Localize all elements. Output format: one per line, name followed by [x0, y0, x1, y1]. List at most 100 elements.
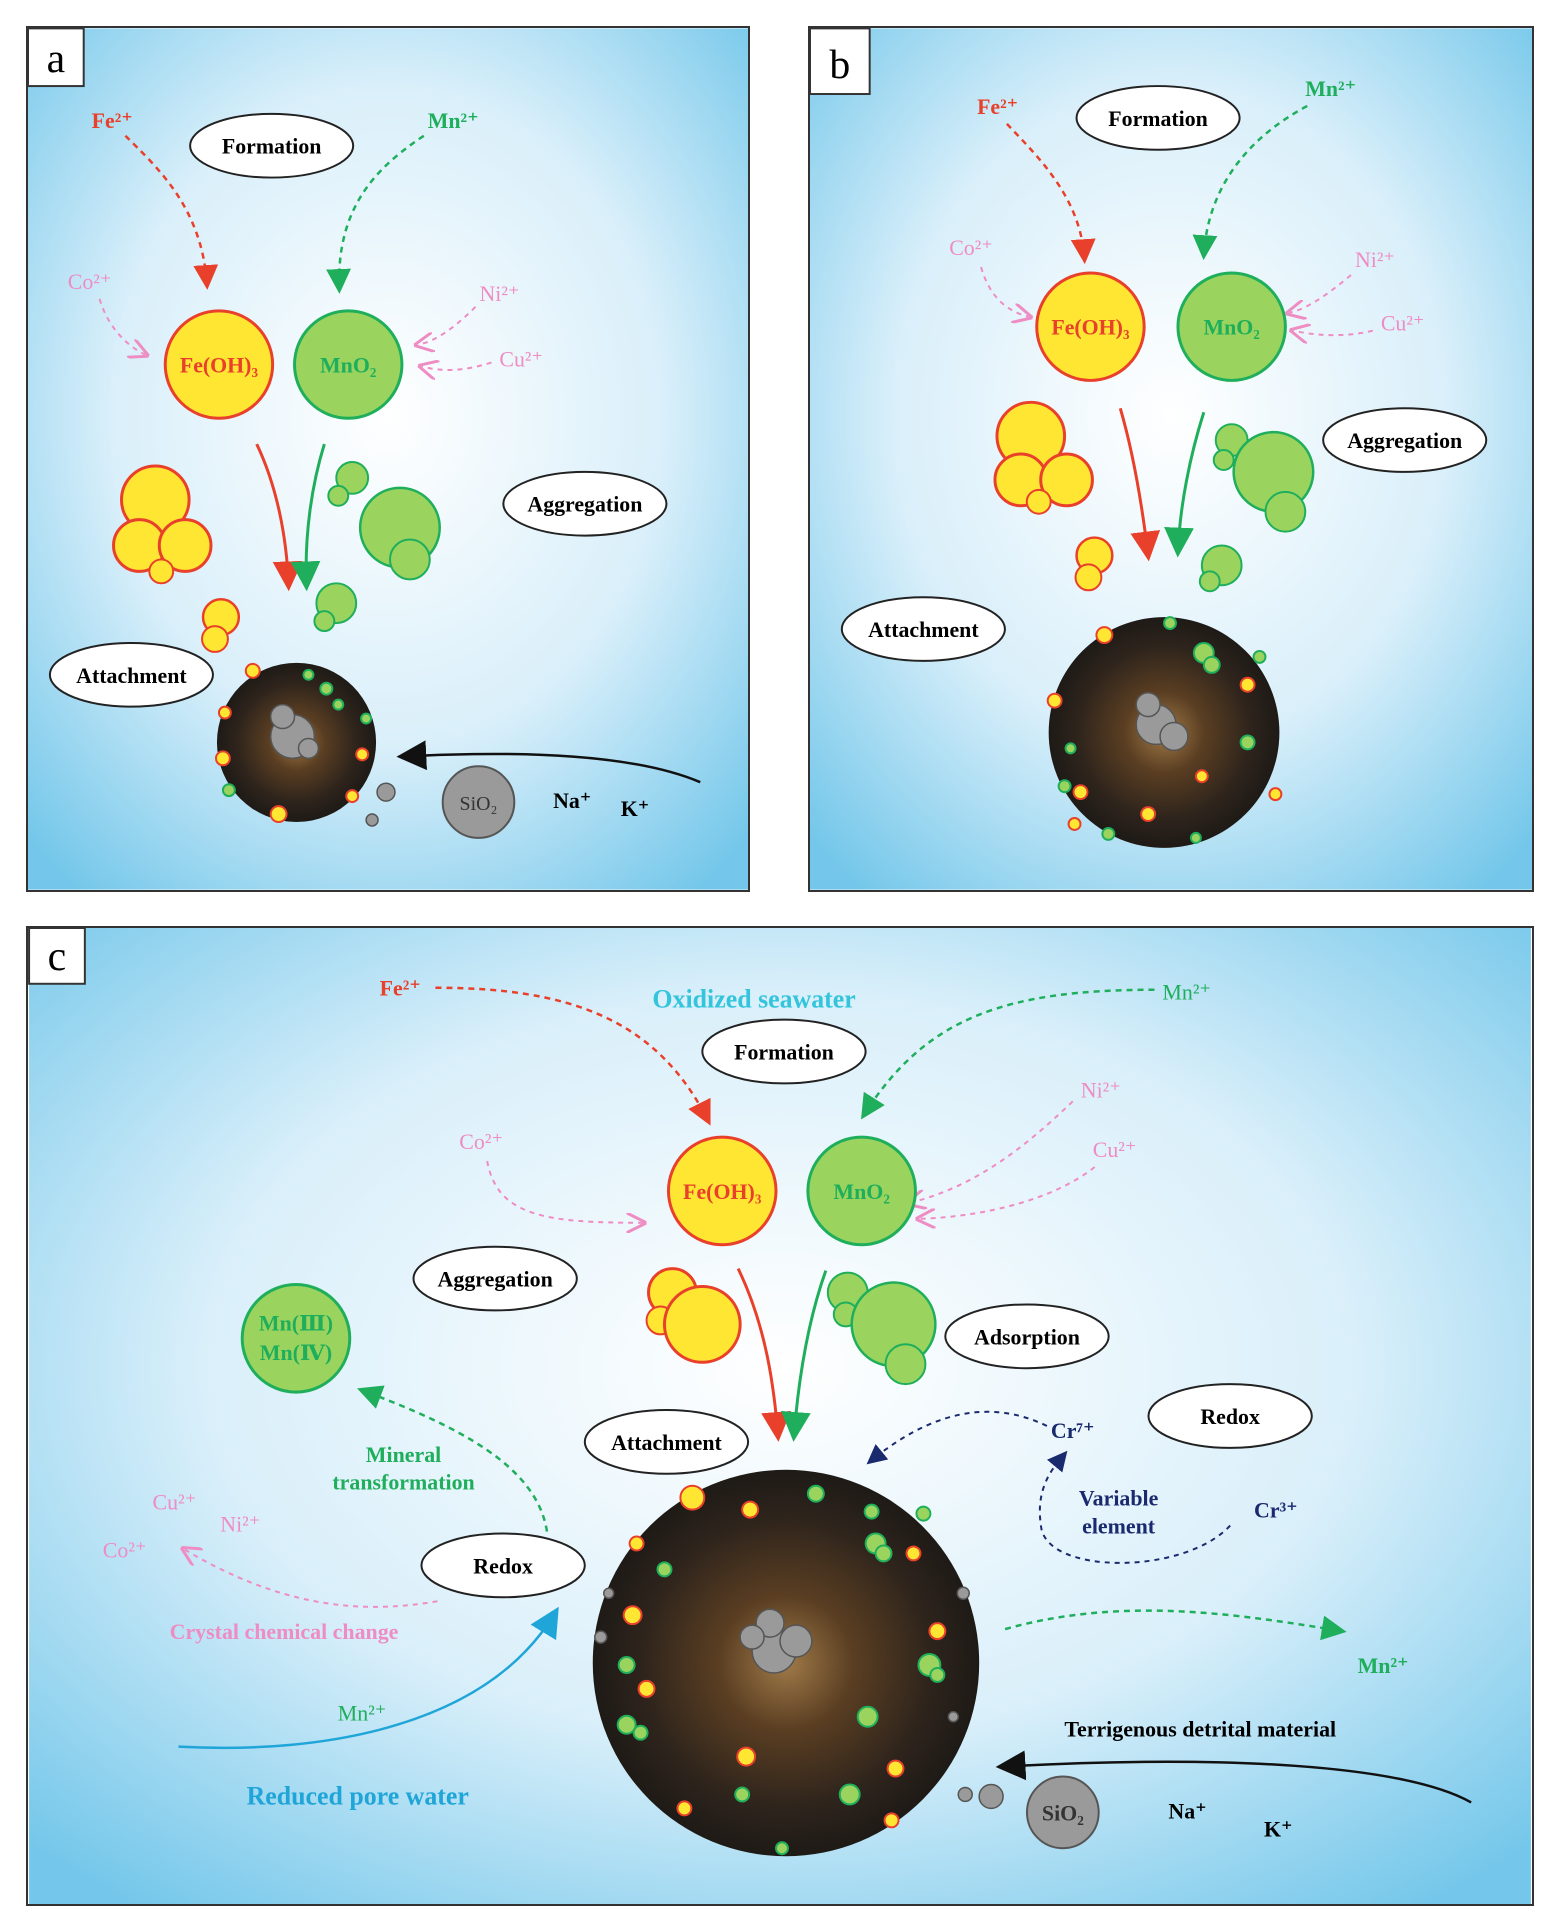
pore-water-arrow [178, 1606, 559, 1750]
pore-mn2-label: Mn²⁺ [338, 1701, 387, 1726]
mno2-label: MnO₂ [1203, 316, 1259, 340]
fe-aggregation-arrow [1118, 407, 1161, 562]
feoh3-particle [666, 1135, 778, 1247]
cu2-label: Cu²⁺ [1093, 1137, 1137, 1162]
k-label: K⁺ [1264, 1816, 1293, 1841]
co-arrow [98, 298, 146, 355]
panel-b: b Fe²⁺ Formation Mn²⁺ Co²⁺ Ni²⁺ Cu²⁺ Fe(… [808, 26, 1534, 892]
cu-arrow [1293, 331, 1374, 335]
panel-letter: c [48, 934, 67, 980]
redox-right-label: Redox [1200, 1404, 1260, 1429]
element-label: element [1082, 1514, 1156, 1539]
formation-oval [1075, 85, 1241, 151]
mno2-label: MnO₂ [320, 353, 376, 377]
mineral-label: Mineral [366, 1442, 441, 1467]
mno2-label: MnO₂ [833, 1179, 890, 1204]
crystal-chemical-change-label: Crystal chemical change [170, 1619, 399, 1644]
feoh-aggregate [645, 1267, 742, 1364]
feoh3-label: Fe(OH)₃ [683, 1179, 762, 1204]
mn-formation-arrow [1192, 104, 1308, 261]
attachment-label: Attachment [76, 664, 187, 688]
mn-formation-arrow [860, 988, 1155, 1120]
mn3-mn4-particle [240, 1283, 352, 1394]
mn-release-arrow [1004, 1609, 1347, 1641]
mno2-particle [1176, 271, 1287, 382]
cu-arrow [919, 1166, 1096, 1219]
mno2-particle [293, 309, 404, 420]
cu-arrow [422, 363, 492, 370]
fe-formation-arrow [1006, 123, 1096, 265]
attachment-oval [48, 641, 214, 708]
ni2-label: Ni²⁺ [1355, 248, 1395, 272]
co2-label: Co²⁺ [68, 270, 112, 294]
mn2-out-label: Mn²⁺ [1358, 1653, 1409, 1678]
fe2-label: Fe²⁺ [92, 109, 133, 133]
small-sio2-particle [376, 782, 396, 802]
attachment-oval [583, 1409, 750, 1475]
panel-c-diagram: c Oxidized seawater Fe²⁺ Formation Mn²⁺ … [28, 928, 1531, 1904]
na-label: Na⁺ [553, 789, 591, 813]
transformation-label: transformation [332, 1470, 474, 1495]
formation-oval [701, 1018, 867, 1085]
adsorption-oval [944, 1303, 1110, 1370]
feoh3-particle [163, 309, 275, 420]
redox-left-label: Redox [473, 1553, 533, 1578]
sio2-label: SiO₂ [460, 793, 498, 815]
k-label: K⁺ [621, 797, 650, 821]
feoh3-label: Fe(OH)₃ [180, 353, 259, 377]
fe-attachment-arrow [736, 1267, 791, 1442]
feoh3-label: Fe(OH)₃ [1051, 316, 1130, 340]
nodule [214, 662, 377, 823]
mno2-aggregate [826, 1271, 937, 1386]
nodule [592, 1469, 980, 1857]
panel-letter: b [829, 42, 850, 88]
aggregation-oval [502, 470, 668, 537]
formation-label: Formation [1108, 107, 1208, 131]
mn-aggregation-arrow [1164, 411, 1206, 558]
formation-label: Formation [222, 135, 322, 159]
redox-left-oval [420, 1532, 586, 1599]
oxidized-seawater-label: Oxidized seawater [652, 985, 855, 1014]
nodule [1046, 616, 1283, 848]
sio2-particle [1025, 1775, 1100, 1850]
mineral-transformation-arrow [357, 1385, 549, 1532]
fe-formation-arrow [435, 986, 711, 1126]
reduced-pore-water-label: Reduced pore water [247, 1781, 469, 1810]
co2-label: Co²⁺ [949, 236, 993, 260]
detrital-arrow [995, 1750, 1472, 1804]
crystal-change-arrow [184, 1549, 438, 1608]
adsorption-label: Adsorption [974, 1324, 1080, 1349]
aggregation-oval [412, 1245, 578, 1312]
mno2-aggregate [313, 460, 441, 633]
co2-label: Co²⁺ [459, 1129, 503, 1154]
cr-cycle-arrow [1038, 1450, 1231, 1564]
mn3-label: Mn(Ⅲ) [259, 1310, 333, 1335]
mn-formation-arrow [326, 134, 425, 294]
left-cu2-label: Cu²⁺ [153, 1490, 197, 1515]
sio2-particle [441, 765, 516, 839]
terrigenous-label: Terrigenous detrital material [1064, 1717, 1336, 1742]
formation-oval [189, 112, 355, 179]
attachment-label: Attachment [611, 1430, 722, 1455]
ni-arrow [909, 1100, 1074, 1203]
mn2-label: Mn²⁺ [1305, 77, 1356, 101]
na-label: Na⁺ [1168, 1798, 1206, 1823]
small-sio2-particle [957, 1786, 973, 1803]
mno2-aggregate [1198, 423, 1315, 593]
mn-aggregation-arrow [290, 443, 326, 592]
redox-right-oval [1147, 1383, 1313, 1449]
mno2-particle [806, 1135, 917, 1247]
panel-a: a Fe²⁺ Formation Mn²⁺ Co²⁺ Ni²⁺ Cu²⁺ Fe(… [26, 26, 750, 892]
panel-c: c Oxidized seawater Fe²⁺ Formation Mn²⁺ … [26, 926, 1534, 1906]
cu2-label: Cu²⁺ [1381, 312, 1425, 336]
left-co2-label: Co²⁺ [103, 1537, 147, 1562]
fe-formation-arrow [124, 134, 219, 290]
cu2-label: Cu²⁺ [499, 348, 543, 372]
small-sio2-particle [365, 813, 379, 827]
mn2-label: Mn²⁺ [1162, 980, 1211, 1005]
mn4-label: Mn(Ⅳ) [260, 1340, 332, 1365]
aggregation-label: Aggregation [527, 493, 642, 517]
left-ni2-label: Ni²⁺ [220, 1512, 260, 1537]
feoh-aggregate [112, 464, 241, 653]
feoh3-particle [1035, 271, 1146, 382]
